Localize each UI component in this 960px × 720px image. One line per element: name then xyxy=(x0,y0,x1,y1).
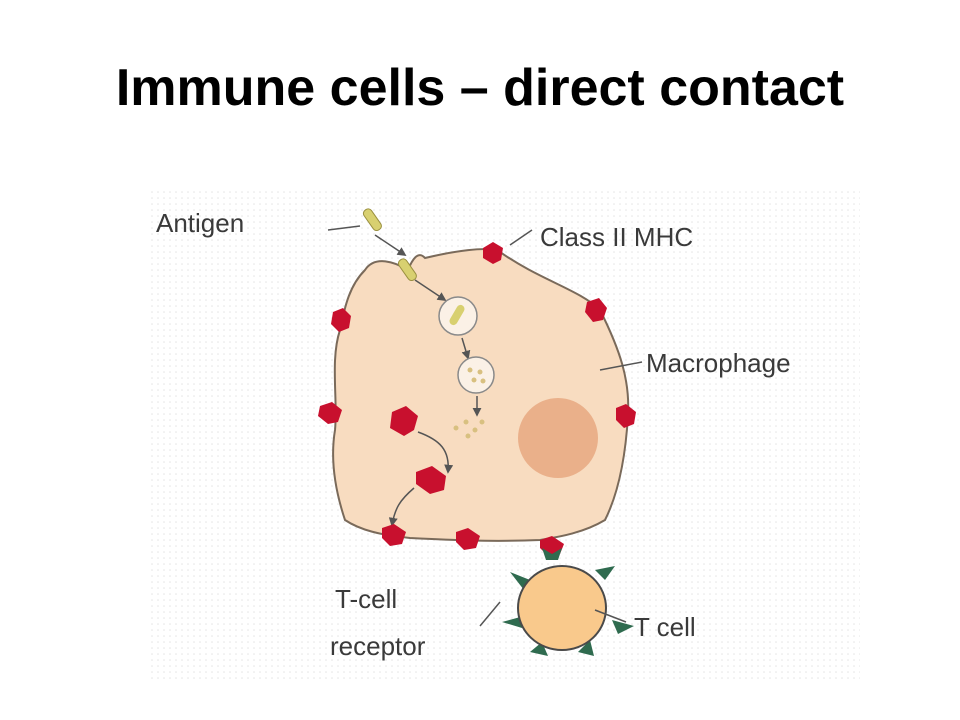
internal-mhc xyxy=(390,406,418,436)
label-macrophage: Macrophage xyxy=(646,348,791,378)
surface-mhc-molecules xyxy=(318,242,636,556)
loaded-mhc xyxy=(416,466,446,494)
slide-title: Immune cells – direct contact xyxy=(115,59,845,117)
label-class-ii-mhc: Class II MHC xyxy=(540,222,693,252)
label-t-cell-receptor-line1: T-cell xyxy=(335,584,397,614)
t-cell xyxy=(517,565,607,651)
macrophage-nucleus xyxy=(518,398,598,478)
label-t-cell-receptor-line2: receptor xyxy=(330,631,426,661)
antigen-particles xyxy=(362,208,417,282)
macrophage-diagram: Antigen Class II MHC Macrophage T-cell r… xyxy=(150,190,860,680)
digestion-vesicle xyxy=(457,356,495,394)
antigen-leader-line xyxy=(327,225,361,231)
label-antigen: Antigen xyxy=(156,208,244,238)
peptide-fragments xyxy=(453,419,485,439)
phagosome xyxy=(438,296,478,336)
label-t-cell: T cell xyxy=(634,612,696,642)
